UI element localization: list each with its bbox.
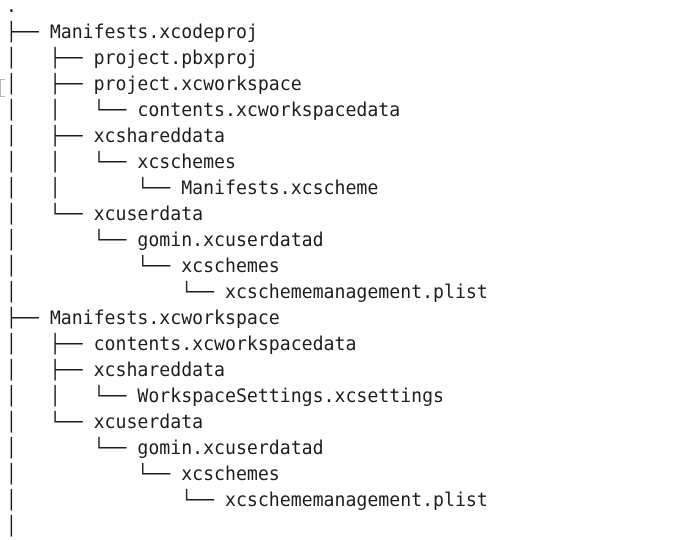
tree-line: ├── Manifests.xcworkspace [6, 306, 488, 332]
tree-line: │ └── xcschemes [6, 462, 488, 488]
tree-branch-glyphs: │ └── [6, 464, 182, 485]
tree-line-root: . [6, 0, 488, 20]
tree-line: │ └── xcschememanagement.plist [6, 488, 488, 514]
tree-branch-glyphs: │ │ └── [6, 386, 138, 407]
tree-item-name: xcshareddata [93, 126, 226, 147]
tree-item-name: Manifests.xcworkspace [49, 308, 280, 329]
tree-branch-glyphs: │ ├── [6, 126, 94, 147]
tree-line: │ ├── contents.xcworkspacedata [6, 332, 488, 358]
tree-line: │ │ └── contents.xcworkspacedata [6, 98, 488, 124]
tree-line: │ │ └── Manifests.xcscheme [6, 176, 488, 202]
tree-item-name: project.xcworkspace [93, 74, 302, 95]
tree-branch-glyphs: │ ├── [6, 334, 94, 355]
tree-branch-glyphs: │ └── [6, 412, 94, 433]
tree-branch-glyphs: │ │ └── [6, 178, 182, 199]
tree-item-name: WorkspaceSettings.xcsettings [137, 386, 445, 407]
tree-branch-glyphs: ├── [6, 22, 50, 43]
tree-branch-glyphs: │ └── [6, 282, 225, 303]
tree-item-name: xcschemes [137, 152, 236, 173]
tree-item-name: xcshareddata [93, 360, 226, 381]
tree-branch-glyphs: │ [6, 516, 17, 537]
tree-branch-glyphs: │ └── [6, 256, 182, 277]
window-edge-bracket [0, 79, 5, 97]
tree-branch-glyphs: │ └── [6, 490, 225, 511]
tree-item-name: Manifests.xcodeproj [49, 22, 258, 43]
tree-item-name: xcuserdata [93, 204, 204, 225]
tree-line: │ ├── xcshareddata [6, 124, 488, 150]
tree-branch-glyphs: │ └── [6, 438, 138, 459]
tree-branch-glyphs: │ ├── [6, 74, 94, 95]
tree-root-dot: . [6, 0, 17, 17]
tree-branch-glyphs: │ └── [6, 204, 94, 225]
tree-line: │ │ └── xcschemes [6, 150, 488, 176]
tree-item-name: contents.xcworkspacedata [93, 334, 357, 355]
tree-line: │ ├── project.xcworkspace [6, 72, 488, 98]
tree-line: │ └── gomin.xcuserdatad [6, 436, 488, 462]
tree-line: │ [6, 514, 488, 540]
tree-line: │ ├── project.pbxproj [6, 46, 488, 72]
tree-item-name: xcschememanagement.plist [225, 282, 488, 303]
directory-tree-output: . ├── Manifests.xcodeproj │ ├── project.… [6, 0, 488, 540]
tree-item-name: Manifests.xcscheme [181, 178, 379, 199]
tree-branch-glyphs: ├── [6, 308, 50, 329]
tree-line: │ └── xcschememanagement.plist [6, 280, 488, 306]
tree-item-name: xcschemes [181, 464, 280, 485]
tree-line: │ └── xcschemes [6, 254, 488, 280]
tree-line: ├── Manifests.xcodeproj [6, 20, 488, 46]
tree-line: │ └── xcuserdata [6, 410, 488, 436]
tree-item-name: xcschememanagement.plist [225, 490, 488, 511]
tree-item-name: project.pbxproj [93, 48, 258, 69]
tree-line: │ └── gomin.xcuserdatad [6, 228, 488, 254]
tree-branch-glyphs: │ ├── [6, 48, 94, 69]
tree-item-name: xcschemes [181, 256, 280, 277]
tree-line: │ │ └── WorkspaceSettings.xcsettings [6, 384, 488, 410]
tree-item-name: xcuserdata [93, 412, 204, 433]
tree-branch-glyphs: │ ├── [6, 360, 94, 381]
tree-branch-glyphs: │ └── [6, 230, 138, 251]
tree-item-name: contents.xcworkspacedata [137, 100, 401, 121]
tree-item-name: gomin.xcuserdatad [137, 230, 324, 251]
tree-line: │ └── xcuserdata [6, 202, 488, 228]
tree-item-name: gomin.xcuserdatad [137, 438, 324, 459]
tree-branch-glyphs: │ │ └── [6, 100, 138, 121]
tree-line: │ ├── xcshareddata [6, 358, 488, 384]
tree-branch-glyphs: │ │ └── [6, 152, 138, 173]
